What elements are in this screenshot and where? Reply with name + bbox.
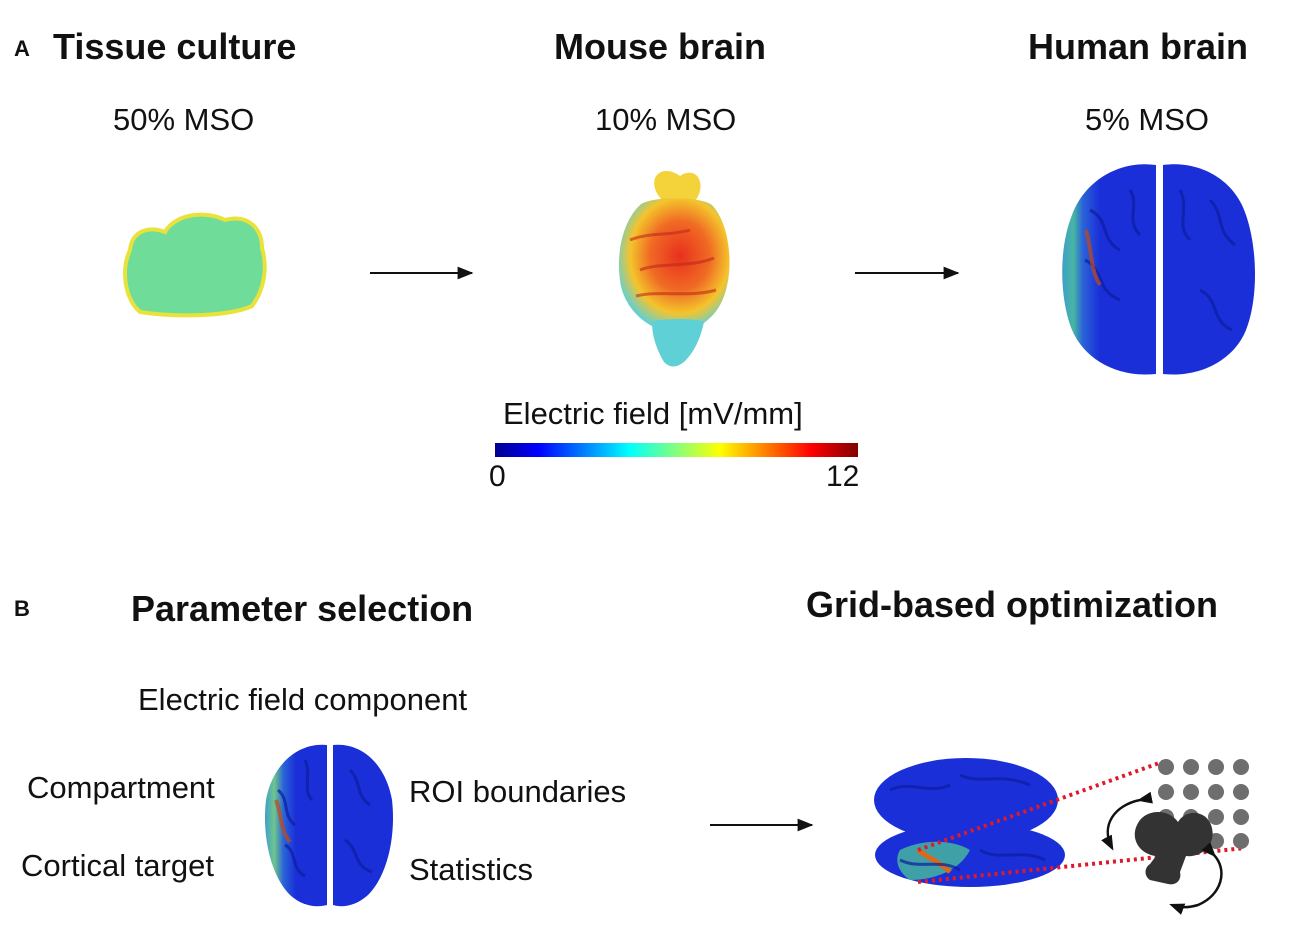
mouse-brain xyxy=(618,171,730,367)
param-compartment: Compartment xyxy=(27,770,215,805)
human-brain xyxy=(1062,164,1255,375)
zoom-line-top xyxy=(917,760,1163,852)
colorbar xyxy=(495,443,858,457)
panel-a-letter: A xyxy=(14,36,30,61)
colorbar-label: Electric field [mV/mm] xyxy=(503,396,803,431)
title-parameter-selection: Parameter selection xyxy=(131,588,474,629)
title-grid-based-optimization: Grid-based optimization xyxy=(806,584,1219,625)
rotate-arrow-left xyxy=(1101,791,1153,851)
title-tissue-culture: Tissue culture xyxy=(53,26,297,67)
colorbar-max: 12 xyxy=(826,460,860,493)
param-statistics: Statistics xyxy=(409,852,534,887)
intensity-mouse-brain: 10% MSO xyxy=(595,102,737,137)
title-mouse-brain: Mouse brain xyxy=(554,26,767,67)
panel-b-letter: B xyxy=(14,596,30,621)
rotate-arrow-right xyxy=(1169,842,1223,915)
param-roi-boundaries: ROI boundaries xyxy=(409,774,627,809)
param-electric-field-component: Electric field component xyxy=(138,682,468,717)
optimization-brain xyxy=(874,758,1065,887)
parameter-brain xyxy=(265,744,393,907)
tissue-culture-slice xyxy=(123,212,267,318)
colorbar-min: 0 xyxy=(489,460,506,493)
title-human-brain: Human brain xyxy=(1028,26,1249,67)
intensity-human-brain: 5% MSO xyxy=(1085,102,1210,137)
param-cortical-target: Cortical target xyxy=(21,848,214,883)
intensity-tissue-culture: 50% MSO xyxy=(113,102,255,137)
tms-coil-icon xyxy=(1134,811,1213,885)
